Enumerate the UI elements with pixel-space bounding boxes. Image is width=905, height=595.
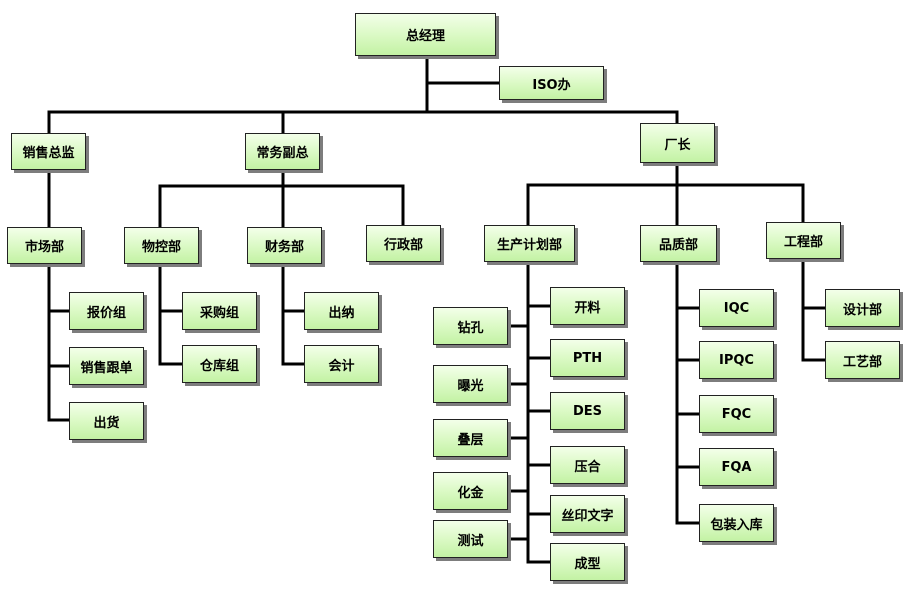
- node-shipping: 出货: [69, 402, 144, 440]
- node-finance: 财务部: [247, 227, 322, 264]
- node-warehouse: 仓库组: [182, 345, 257, 383]
- node-accounting: 会计: [304, 345, 379, 383]
- node-quoting: 报价组: [69, 292, 144, 330]
- node-materials: 物控部: [124, 227, 199, 264]
- node-cashier: 出纳: [304, 292, 379, 330]
- node-chem-gold: 化金: [433, 472, 508, 510]
- node-sales-followup: 销售跟单: [69, 347, 144, 385]
- node-design: 设计部: [825, 289, 900, 327]
- node-drilling: 钻孔: [433, 307, 508, 345]
- node-iqc: IQC: [699, 289, 774, 327]
- node-pth: PTH: [550, 339, 625, 377]
- node-ipqc: IPQC: [699, 341, 774, 379]
- node-sales-director: 销售总监: [11, 133, 86, 170]
- node-marketing: 市场部: [7, 227, 82, 264]
- node-silkscreen: 丝印文字: [550, 495, 625, 533]
- node-exposure: 曝光: [433, 365, 508, 403]
- node-pressing: 压合: [550, 446, 625, 484]
- node-packing: 包装入库: [699, 504, 774, 542]
- node-quality: 品质部: [640, 225, 717, 262]
- node-fqc: FQC: [699, 395, 774, 433]
- node-cutting: 开料: [550, 287, 625, 325]
- node-des: DES: [550, 392, 625, 430]
- node-purchasing: 采购组: [182, 292, 257, 330]
- node-testing: 测试: [433, 520, 508, 558]
- node-gm: 总经理: [355, 13, 496, 56]
- node-profiling: 成型: [550, 543, 625, 581]
- node-exec-vp: 常务副总: [245, 133, 320, 170]
- node-fqa: FQA: [699, 448, 774, 486]
- node-engineering: 工程部: [766, 222, 841, 259]
- node-iso: ISO办: [499, 66, 604, 100]
- node-lamination-stack: 叠层: [433, 419, 508, 457]
- node-factory-director: 厂长: [640, 123, 715, 163]
- node-process: 工艺部: [825, 341, 900, 379]
- node-production-planning: 生产计划部: [484, 225, 575, 262]
- node-admin: 行政部: [366, 225, 441, 262]
